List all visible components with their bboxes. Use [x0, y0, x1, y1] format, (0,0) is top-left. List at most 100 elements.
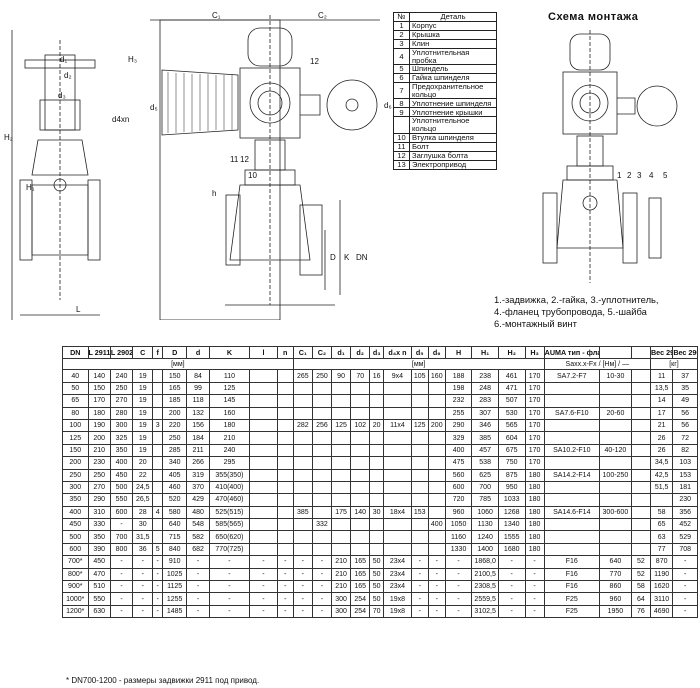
table-cell: 507 — [497, 394, 526, 408]
table-cell: - — [410, 592, 429, 606]
table-cell: 23x4 — [383, 555, 412, 569]
table-cell: 240 — [208, 443, 251, 458]
table-cell: 21 — [649, 418, 674, 433]
label-d6: d₆ — [384, 101, 392, 110]
table-cell — [598, 480, 632, 495]
table-cell — [427, 493, 446, 507]
table-cell — [369, 431, 385, 445]
table-cell — [330, 456, 352, 470]
table-cell: 17 — [649, 406, 674, 420]
table-cell: 470 — [87, 567, 111, 582]
table-cell — [311, 431, 333, 445]
legend: 1.-задвижка, 2.-гайка, 3.-уплотнитель, 4… — [494, 294, 700, 330]
table-cell: - — [186, 580, 210, 594]
table-cell: 132 — [186, 406, 210, 420]
table-cell: 1000* — [62, 592, 89, 606]
table-cell: 410(400) — [208, 480, 251, 495]
table-cell — [383, 456, 412, 470]
part-number: 4 — [393, 47, 410, 66]
part-name: Шпиндель — [409, 64, 497, 75]
table-cell: 232 — [444, 394, 473, 408]
table-cell: - — [292, 604, 313, 619]
table-cell: 600 — [444, 480, 473, 495]
label-c1: C₁ — [212, 11, 221, 20]
table-cell: 40 — [62, 369, 89, 383]
callout-12b: 12 — [310, 57, 319, 66]
table-cell: 110 — [208, 369, 251, 383]
table-cell: 18x4 — [383, 505, 412, 520]
table-cell: 58 — [630, 580, 651, 594]
table-cell: 471 — [497, 381, 526, 396]
label-d4: d4хn — [112, 115, 129, 124]
table-cell: 52 — [630, 555, 651, 569]
units-mm-1: [мм] — [62, 358, 294, 371]
table-cell: - — [276, 580, 294, 594]
table-cell: 429 — [186, 493, 210, 507]
callout-10: 10 — [248, 171, 257, 180]
table-cell: - — [524, 604, 545, 619]
table-cell: 300 — [330, 604, 352, 619]
table-cell: SA7.6-F10 — [543, 406, 600, 420]
table-cell: 266 — [186, 456, 210, 470]
table-cell: 4 — [152, 505, 163, 520]
table-cell: 1555 — [497, 530, 526, 544]
table-cell — [276, 381, 294, 396]
table-cell: 156 — [186, 418, 210, 433]
dims-header-cell: H₂ — [497, 345, 526, 360]
table-cell: 210 — [87, 443, 111, 458]
table-cell: - — [292, 567, 313, 582]
table-cell: 650(620) — [208, 530, 251, 544]
table-cell: 510 — [87, 580, 111, 594]
table-cell: - — [208, 580, 251, 594]
table-cell: 65 — [649, 518, 674, 532]
mount-callout-4: 4 — [649, 171, 654, 180]
table-cell — [350, 381, 371, 396]
table-cell: 346 — [471, 418, 499, 433]
table-cell — [292, 406, 313, 420]
table-cell — [292, 394, 313, 408]
units-kg: [кг] — [649, 358, 699, 371]
table-cell: - — [410, 555, 429, 569]
table-cell: - — [208, 592, 251, 606]
table-cell: 1190 — [649, 567, 674, 582]
table-cell: 23x4 — [383, 580, 412, 594]
table-cell: - — [311, 567, 333, 582]
table-cell: 1125 — [161, 580, 188, 594]
callout-11: 11 — [230, 155, 239, 164]
table-cell: 960 — [444, 505, 473, 520]
table-cell — [383, 480, 412, 495]
part-number: 9 — [393, 107, 410, 118]
table-cell: 450 — [87, 555, 111, 569]
table-cell: - — [292, 555, 313, 569]
table-cell: 153 — [410, 505, 429, 520]
part-name: Уплотнительная пробка — [409, 47, 497, 66]
table-cell — [350, 456, 371, 470]
label-d: D — [330, 253, 336, 262]
table-cell: - — [152, 555, 163, 569]
table-cell — [630, 518, 651, 532]
table-cell: - — [427, 592, 446, 606]
label-d1: d₁ — [60, 55, 67, 64]
mount-callout-5: 5 — [663, 171, 668, 180]
table-cell: 20 — [369, 418, 385, 433]
table-cell — [276, 456, 294, 470]
table-cell — [276, 431, 294, 445]
table-cell — [427, 480, 446, 495]
units-mm-2: [мм] — [292, 358, 545, 371]
mount-callout-2: 2 — [627, 171, 632, 180]
table-cell: 452 — [672, 518, 698, 532]
dims-header-cell — [630, 345, 651, 360]
table-cell: 76 — [630, 604, 651, 619]
table-cell: 153 — [672, 468, 698, 482]
table-cell: 52 — [630, 567, 651, 582]
label-l: L — [76, 305, 81, 314]
table-cell — [383, 493, 412, 507]
table-cell: 9x4 — [383, 369, 412, 383]
table-cell — [152, 530, 163, 544]
table-cell — [330, 530, 352, 544]
footnote: * DN700-1200 - размеры задвижки 2911 под… — [66, 676, 260, 685]
